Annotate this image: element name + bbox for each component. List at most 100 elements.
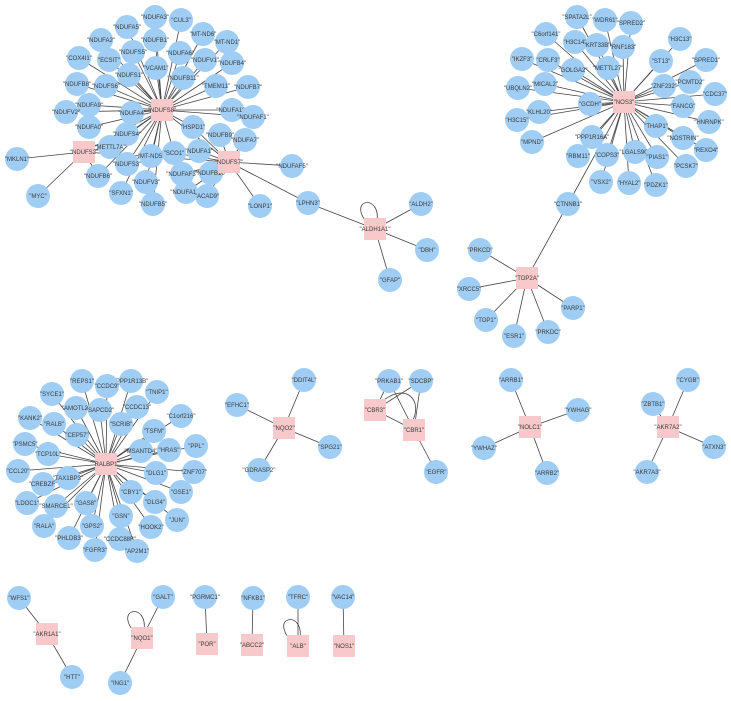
gene-node-tcp10l[interactable]: "TCP10L" <box>35 442 61 466</box>
gene-node-ubqln2[interactable]: "UBQLN2" <box>504 76 532 100</box>
gene-node-ing1[interactable]: "ING1" <box>108 671 132 695</box>
gene-node-pcsk7[interactable]: "PCSK7" <box>674 154 698 178</box>
gene-node-ndufa1[interactable]: "NDUFA1" <box>185 139 213 163</box>
gene-node-ndufa6[interactable]: "NDUFA6" <box>166 41 194 65</box>
gene-node-arrb2[interactable]: "ARRB2" <box>535 461 559 485</box>
gene-node-rnf183[interactable]: "RNF183" <box>610 35 637 59</box>
gene-node-spred2[interactable]: "SPRED2" <box>617 11 645 35</box>
gene-node-hyal2[interactable]: "HYAL2" <box>617 171 641 195</box>
gene-node-st13[interactable]: "ST13" <box>649 49 673 73</box>
hub-node-cbr3[interactable]: "CBR3" <box>364 399 386 421</box>
gene-node-h3c15[interactable]: "H3C15" <box>505 108 529 132</box>
gene-node-prkdc[interactable]: "PRKDC" <box>535 320 561 344</box>
gene-node-prkab1[interactable]: "PRKAB1" <box>375 369 403 393</box>
gene-node-lonp1[interactable]: "LONP1" <box>248 194 272 218</box>
hub-node-ralbp1[interactable]: "RALBP1" <box>92 453 120 475</box>
gene-node-spg21[interactable]: "SPG21" <box>318 435 342 459</box>
gene-node-ndufa3[interactable]: "NDUFA3" <box>141 5 169 29</box>
gene-node-ndufb8[interactable]: "NDUFB8" <box>63 72 91 96</box>
hub-node-nolc1[interactable]: "NOLC1" <box>518 416 542 438</box>
gene-node-msantd4[interactable]: "MSANTD4" <box>125 439 158 463</box>
gene-node-c6orf141[interactable]: "C6orf141" <box>532 22 561 46</box>
gene-node-crlf3[interactable]: "CRLF3" <box>536 48 560 72</box>
gene-node-ndufs1[interactable]: "NDUFS1" <box>115 63 143 87</box>
gene-node-gsn[interactable]: "GSN" <box>109 504 133 528</box>
gene-node-golga2[interactable]: "GOLGA2" <box>559 58 588 82</box>
gene-node-fgfr3[interactable]: "FGFR3" <box>83 538 107 562</box>
gene-node-cdc37[interactable]: "CDC37" <box>703 82 727 106</box>
gene-node-ndufv2[interactable]: "NDUFV2" <box>52 100 80 124</box>
hub-node-akr7a2[interactable]: "AKR7A2" <box>654 416 682 438</box>
gene-node-vac14[interactable]: "VAC14" <box>331 585 355 609</box>
gene-node-aldh2[interactable]: "ALDH2" <box>409 192 433 216</box>
gene-node-cul3[interactable]: "CUL3" <box>169 8 193 32</box>
gene-node-cby1[interactable]: "CBY1" <box>119 480 143 504</box>
gene-node-ppp1r13b[interactable]: "PPP1R13B" <box>114 369 149 393</box>
gene-node-tsfm[interactable]: "TSFM" <box>142 419 166 443</box>
gene-node-zbtb1[interactable]: "ZBTB1" <box>641 392 665 416</box>
gene-node-ldoc1[interactable]: "LDOC1" <box>15 491 39 515</box>
gene-node-gas8[interactable]: "GAS8" <box>74 491 98 515</box>
gene-node-sapcd2[interactable]: "SAPCD2" <box>86 398 114 422</box>
gene-node-jun[interactable]: "JUN" <box>165 508 189 532</box>
gene-node-syce1[interactable]: "SYCE1" <box>40 382 64 406</box>
gene-node-ndufb1[interactable]: "NDUFB1" <box>141 28 169 52</box>
hub-node-abcc2[interactable]: "ABCC2" <box>240 634 264 656</box>
gene-node-rala[interactable]: "RALA" <box>32 514 56 538</box>
gene-node-ndufb9[interactable]: "NDUFB9" <box>206 123 234 147</box>
gene-node-klhl20[interactable]: "KLHL20" <box>526 100 552 124</box>
gene-node-akr7a3[interactable]: "AKR7A3" <box>633 460 661 484</box>
gene-node-cox4i1[interactable]: "COX4I1" <box>66 46 92 70</box>
gene-node-ndufaf5[interactable]: "NDUFAF5" <box>276 154 308 178</box>
gene-node-crebzf[interactable]: "CREBZF" <box>29 472 57 496</box>
gene-node-tnip1[interactable]: "TNIP1" <box>145 380 169 404</box>
gene-node-gse1[interactable]: "GSE1" <box>169 480 193 504</box>
gene-node-pcmtd2[interactable]: "PCMTD2" <box>676 70 705 94</box>
gene-node-hnrnpk[interactable]: "HNRNPK" <box>694 110 724 134</box>
gene-node-wdr61[interactable]: "WDR61" <box>592 8 618 32</box>
hub-node-nqo2[interactable]: "NQO2" <box>273 417 295 439</box>
hub-node-por[interactable]: "POR" <box>196 633 218 655</box>
gene-node-ndufs4[interactable]: "NDUFS4" <box>113 122 141 146</box>
hub-node-top2a[interactable]: "TOP2A" <box>515 267 539 289</box>
gene-node-smarce1[interactable]: "SMARCE1" <box>39 494 73 518</box>
gene-node-ralb[interactable]: "RALB" <box>42 412 66 436</box>
gene-node-lphn3[interactable]: "LPHN3" <box>296 191 320 215</box>
gene-node-top1[interactable]: "TOP1" <box>474 308 498 332</box>
gene-node-mpnd[interactable]: "MPND" <box>520 130 544 154</box>
gene-node-gps2[interactable]: "GPS2" <box>80 514 104 538</box>
hub-node-ndufs8[interactable]: "NDUFS8" <box>148 99 176 121</box>
gene-node-krt33b[interactable]: "KRT33B" <box>584 33 611 57</box>
gene-node-ndufs6[interactable]: "NDUFS6" <box>92 74 120 98</box>
gene-node-ppl[interactable]: "PPL" <box>184 434 208 458</box>
gene-node-ndufb7[interactable]: "NDUFB7" <box>234 75 262 99</box>
gene-node-gcdh[interactable]: "GCDH" <box>578 92 602 116</box>
gene-node-scrib[interactable]: "SCRIB" <box>109 412 133 436</box>
gene-node-lgals9c[interactable]: "LGALS9C" <box>619 140 651 164</box>
gene-node-ppp1r16a[interactable]: "PPP1R16A" <box>575 125 610 149</box>
gene-node-prkcd[interactable]: "PRKCD" <box>467 238 493 262</box>
gene-node-ndufaf1[interactable]: "NDUFAF1" <box>237 105 269 129</box>
gene-node-amotl2[interactable]: "AMOTL2" <box>62 396 90 420</box>
gene-node-ndufa0[interactable]: "NDUFA0" <box>75 115 103 139</box>
gene-node-mt-nd1[interactable]: "MT-ND1" <box>214 30 241 54</box>
gene-node-cops3[interactable]: "COPS3" <box>595 143 620 167</box>
hub-node-nos1[interactable]: "NOS1" <box>333 635 355 657</box>
gene-node-znf707[interactable]: "ZNF707" <box>181 460 207 484</box>
gene-node-pias1[interactable]: "PIAS1" <box>645 145 669 169</box>
gene-node-vcam1[interactable]: "VCAM1" <box>144 56 169 80</box>
gene-node-tfrc[interactable]: "TFRC" <box>286 585 310 609</box>
gene-node-nostrin[interactable]: "NOSTRIN" <box>667 126 699 150</box>
gene-node-dlg4[interactable]: "DLG4" <box>143 490 167 514</box>
gene-node-ndufb5[interactable]: "NDUFB5" <box>139 192 167 216</box>
gene-node-cygb[interactable]: "CYGB" <box>676 368 700 392</box>
gene-node-galt[interactable]: "GALT" <box>151 585 175 609</box>
gene-node-dlg1[interactable]: "DLG1" <box>144 461 168 485</box>
gene-node-ndufb4[interactable]: "NDUFB4" <box>218 51 246 75</box>
gene-node-spred1[interactable]: "SPRED1" <box>692 48 720 72</box>
gene-node-htt[interactable]: "HTT" <box>60 665 84 689</box>
gene-node-ndufa5[interactable]: "NDUFA5" <box>113 15 141 39</box>
gene-node-tax1bp3[interactable]: "TAX1BP3" <box>53 466 83 490</box>
gene-node-wfs1[interactable]: "WFS1" <box>7 586 31 610</box>
gene-node-xrcc5[interactable]: "XRCC5" <box>457 277 482 301</box>
